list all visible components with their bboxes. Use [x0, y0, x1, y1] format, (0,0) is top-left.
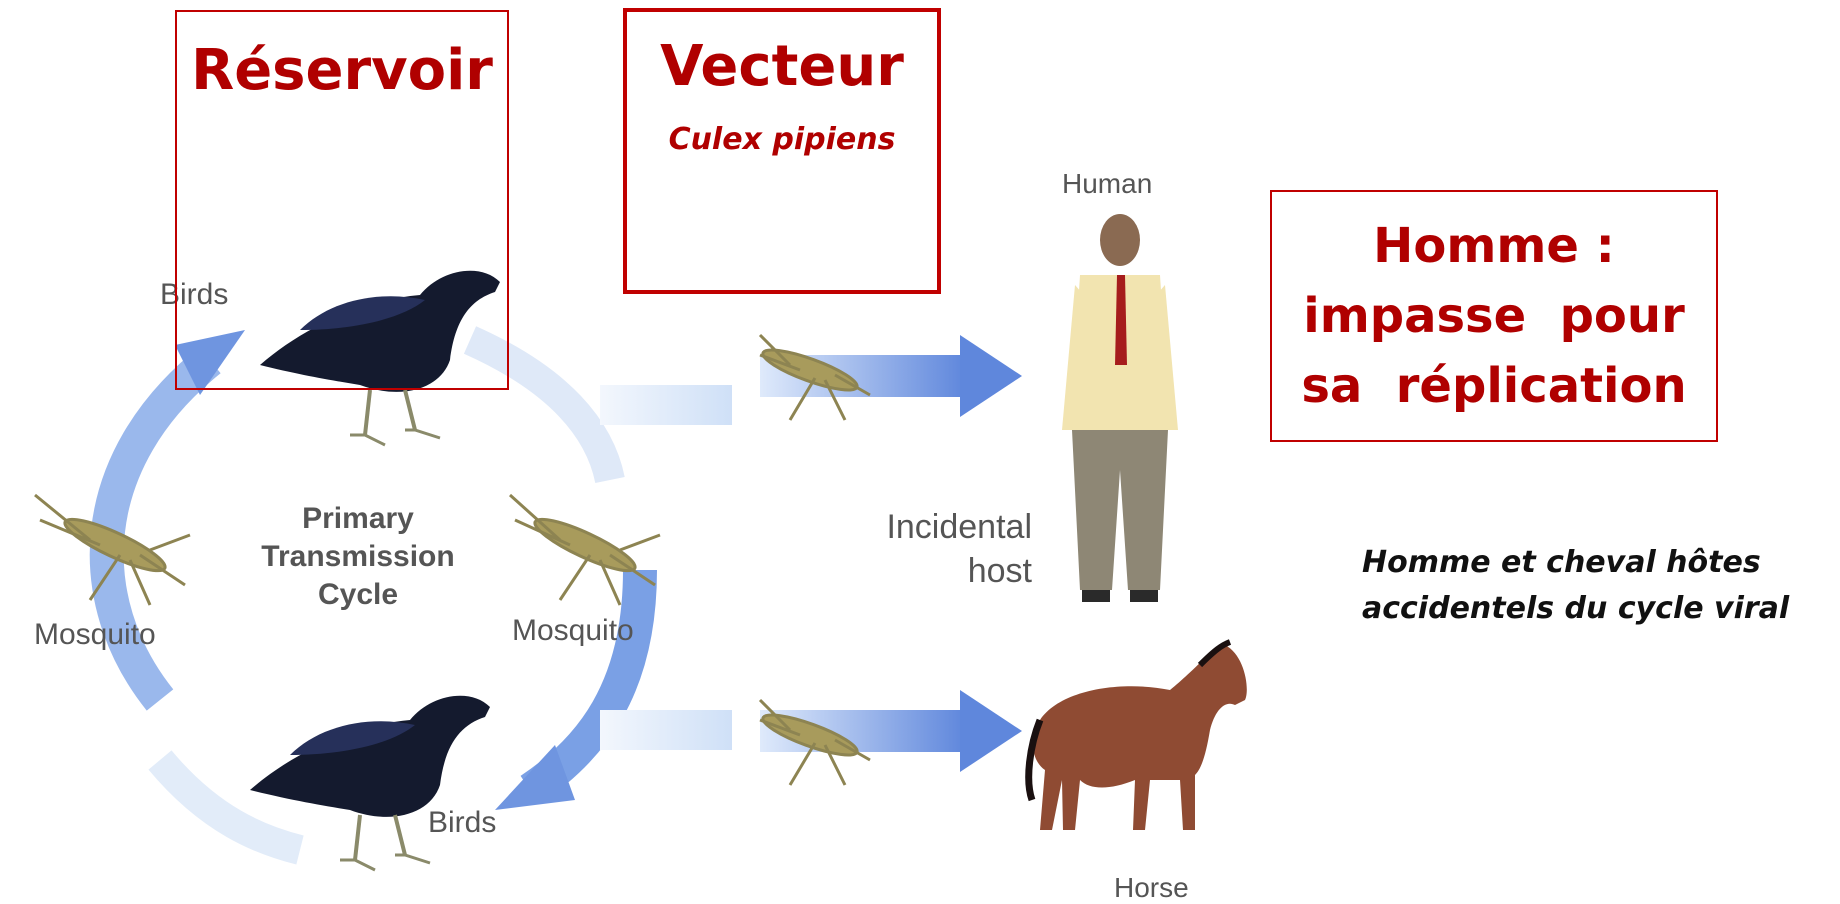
human-deadend-box: Homme : impasse pour sa réplication: [1270, 190, 1718, 442]
horse-label: Horse: [1114, 872, 1189, 904]
cycle-label-line3: Cycle: [228, 576, 488, 614]
cycle-label-line1: Primary: [228, 500, 488, 538]
vector-title: Vecteur: [627, 34, 937, 99]
incidental-hosts-note: Homme et cheval hôtes accidentels du cyc…: [1362, 540, 1789, 632]
reservoir-box: Réservoir: [175, 10, 509, 390]
horse-figure-icon: [1029, 642, 1247, 830]
fade-arrow-top-icon: [600, 385, 732, 425]
human-figure-icon: [1062, 214, 1178, 602]
human-label: Human: [1062, 168, 1152, 200]
cycle-label: Primary Transmission Cycle: [228, 500, 488, 614]
birds-bottom-label: Birds: [428, 806, 496, 840]
mosquito-left-label: Mosquito: [34, 618, 156, 652]
human-deadend-line1: Homme :: [1272, 218, 1716, 274]
mosquito-right-label: Mosquito: [512, 614, 634, 648]
vector-box: Vecteur Culex pipiens: [623, 8, 941, 294]
reservoir-title: Réservoir: [177, 38, 507, 103]
incidental-host-line1: Incidental: [822, 505, 1032, 549]
human-deadend-line2: impasse pour: [1272, 288, 1716, 344]
fade-arrow-bottom-icon: [600, 710, 732, 750]
note-line1: Homme et cheval hôtes: [1362, 540, 1789, 586]
human-deadend-line3: sa réplication: [1272, 358, 1716, 414]
cycle-label-line2: Transmission: [228, 538, 488, 576]
incidental-host-label: Incidental host: [822, 505, 1032, 593]
incidental-host-line2: host: [822, 549, 1032, 593]
vector-species: Culex pipiens: [627, 122, 937, 157]
note-line2: accidentels du cycle viral: [1362, 586, 1789, 632]
